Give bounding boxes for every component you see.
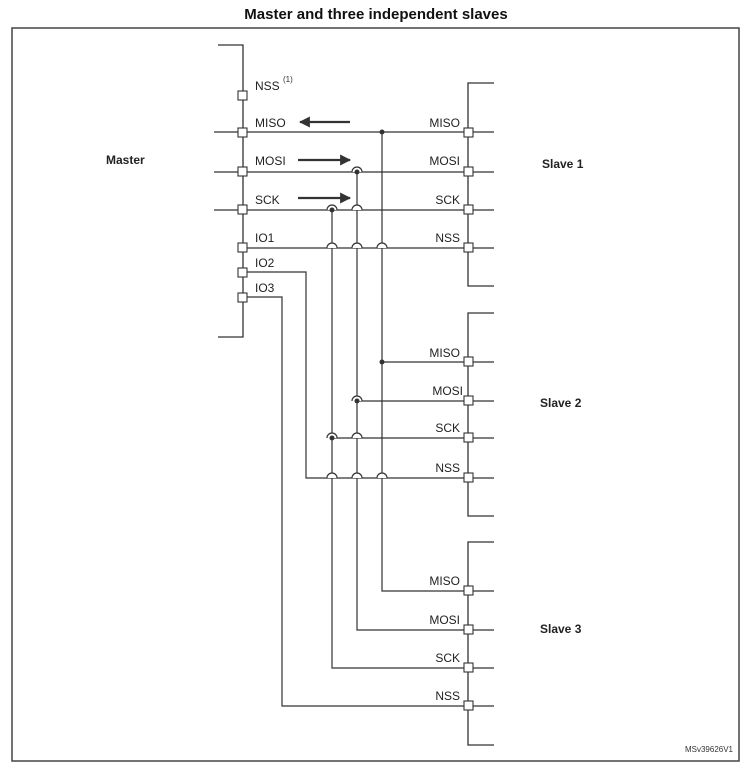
master-sck-label: SCK [255, 193, 280, 207]
crossover-hop [351, 242, 363, 249]
master-block [218, 44, 244, 338]
slave3-sck-pin [463, 662, 474, 673]
slave3-miso-label: MISO [429, 574, 460, 588]
master-nss-pin [237, 90, 248, 101]
slave2-block [467, 312, 494, 517]
slave3-sck-label: SCK [435, 651, 460, 665]
diagram-title: Master and three independent slaves [244, 6, 508, 23]
slave1-block [467, 82, 494, 287]
master-label: Master [106, 153, 145, 167]
slave1-miso-pin [463, 127, 474, 138]
master-mosi-label: MOSI [255, 154, 286, 168]
slave3-mosi-pin [463, 624, 474, 635]
master-io3-wire [243, 296, 494, 707]
slave1-sck-label: SCK [435, 193, 460, 207]
master-io3-label: IO3 [255, 281, 275, 295]
slave3-nss-pin [463, 700, 474, 711]
master-io2-wire [243, 271, 494, 479]
master-nss-label: NSS [255, 79, 280, 93]
mosi-bus [356, 172, 468, 631]
slave2-sck-pin [463, 432, 474, 443]
crossover-hop [351, 472, 363, 479]
junction-dot [329, 207, 335, 213]
slave3-mosi-label: MOSI [429, 613, 460, 627]
slave1-mosi-pin [463, 166, 474, 177]
slave1-mosi-label: MOSI [429, 154, 460, 168]
crossover-hop [351, 204, 363, 211]
slave2-mosi-pin [463, 395, 474, 406]
junction-dot [354, 398, 360, 404]
slave2-mosi-label: MOSI [432, 384, 463, 398]
slave2-sck-label: SCK [435, 421, 460, 435]
slave2-miso-pin [463, 356, 474, 367]
master-io1-label: IO1 [255, 231, 275, 245]
master-miso-label: MISO [255, 116, 286, 130]
diagram-frame [11, 27, 740, 762]
crossover-hop [326, 472, 338, 479]
master-io1-pin [237, 242, 248, 253]
slave2-nss-label: NSS [435, 461, 460, 475]
junction-dot [329, 435, 335, 441]
slave3-nss-label: NSS [435, 689, 460, 703]
crossover-hop [376, 242, 388, 249]
miso-bus [381, 132, 468, 592]
junction-dot [354, 169, 360, 175]
crossover-hop [376, 472, 388, 479]
slave1-nss-label: NSS [435, 231, 460, 245]
sck-bus [331, 210, 468, 669]
slave1-label: Slave 1 [542, 157, 584, 171]
crossover-hop [326, 242, 338, 249]
master-miso-pin [237, 127, 248, 138]
slave2-nss-pin [463, 472, 474, 483]
slave2-miso-label: MISO [429, 346, 460, 360]
junction-dot [379, 129, 385, 135]
slave3-label: Slave 3 [540, 622, 582, 636]
master-io3-pin [237, 292, 248, 303]
master-io2-label: IO2 [255, 256, 275, 270]
master-io2-pin [237, 267, 248, 278]
slave1-nss-pin [463, 242, 474, 253]
crossover-hop [351, 432, 363, 439]
master-nss-footnote: (1) [283, 75, 293, 84]
slave3-block [467, 541, 494, 746]
slave2-label: Slave 2 [540, 396, 582, 410]
junction-dot [379, 359, 385, 365]
master-sck-pin [237, 204, 248, 215]
version-tag: MSv39626V1 [685, 745, 734, 754]
slave1-sck-pin [463, 204, 474, 215]
slave3-miso-pin [463, 585, 474, 596]
master-mosi-pin [237, 166, 248, 177]
slave1-miso-label: MISO [429, 116, 460, 130]
